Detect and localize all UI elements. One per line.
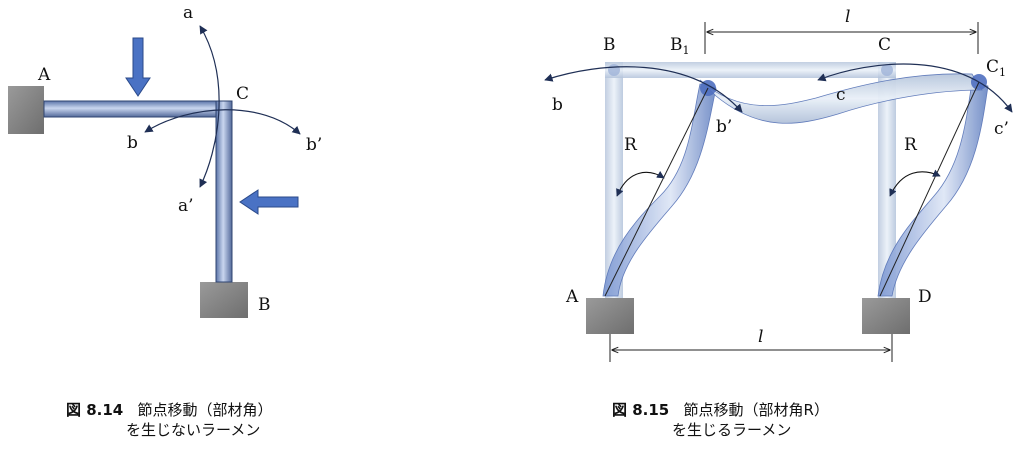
joint-b [608, 64, 620, 76]
label-r-left: R [624, 135, 638, 155]
label-b-node: B [258, 295, 271, 315]
caption-number: 図 8.14 [66, 401, 124, 419]
load-arrow-left [239, 189, 299, 215]
caption-line1: 節点移動（部材角） [137, 401, 273, 419]
figure-8-15: B B1 C C1 A D b b’ c c’ R R l l [544, 7, 1013, 362]
label-b-prime-rot: b’ [306, 135, 322, 155]
label-l-bottom: l [758, 327, 763, 347]
curve-c-c-prime [817, 63, 1013, 113]
label-b1-node: B1 [670, 35, 690, 57]
support-a [8, 86, 44, 134]
label-l-top: l [845, 7, 850, 27]
support-a [586, 298, 634, 334]
angle-r-right [889, 169, 941, 197]
label-c1-node: C1 [986, 57, 1006, 79]
label-c-rot: c [836, 85, 846, 105]
caption-figure-8-14: 図 8.14 節点移動（部材角） を生じないラーメン [66, 400, 273, 440]
load-arrow-down [125, 37, 151, 97]
beam-ac [43, 100, 233, 118]
label-c-prime-rot: c’ [994, 119, 1009, 139]
joint-c [881, 64, 893, 76]
caption-line2: を生じないラーメン [126, 421, 261, 439]
support-b [200, 282, 248, 318]
figure-8-14: A C B a a’ b b’ [8, 3, 322, 318]
angle-r-left [616, 171, 665, 197]
curve-a-a-prime [199, 25, 220, 188]
label-c-node: C [878, 35, 891, 55]
support-d [862, 298, 910, 334]
label-a-node: A [565, 287, 579, 307]
caption-line1: 節点移動（部材角R） [683, 401, 829, 419]
caption-line2: を生じるラーメン [672, 421, 792, 439]
label-b-node: B [603, 35, 616, 55]
label-r-right: R [904, 135, 918, 155]
curve-b-b-prime [144, 109, 301, 135]
curve-b-b-prime [544, 66, 743, 113]
label-a-prime-rot: a’ [178, 196, 194, 216]
label-a-node: A [37, 65, 51, 85]
label-a-rot: a [183, 3, 193, 23]
label-b-prime-rot: b’ [716, 117, 732, 137]
caption-figure-8-15: 図 8.15 節点移動（部材角R） を生じるラーメン [612, 400, 829, 440]
label-b-rot: b [127, 133, 138, 153]
column-cb [215, 100, 233, 283]
frame-column-left [605, 62, 623, 298]
label-d-node: D [918, 287, 932, 307]
frame-column-right [878, 62, 896, 298]
label-c-node: C [236, 84, 249, 104]
label-b-rot: b [552, 95, 563, 115]
caption-number: 図 8.15 [612, 401, 670, 419]
